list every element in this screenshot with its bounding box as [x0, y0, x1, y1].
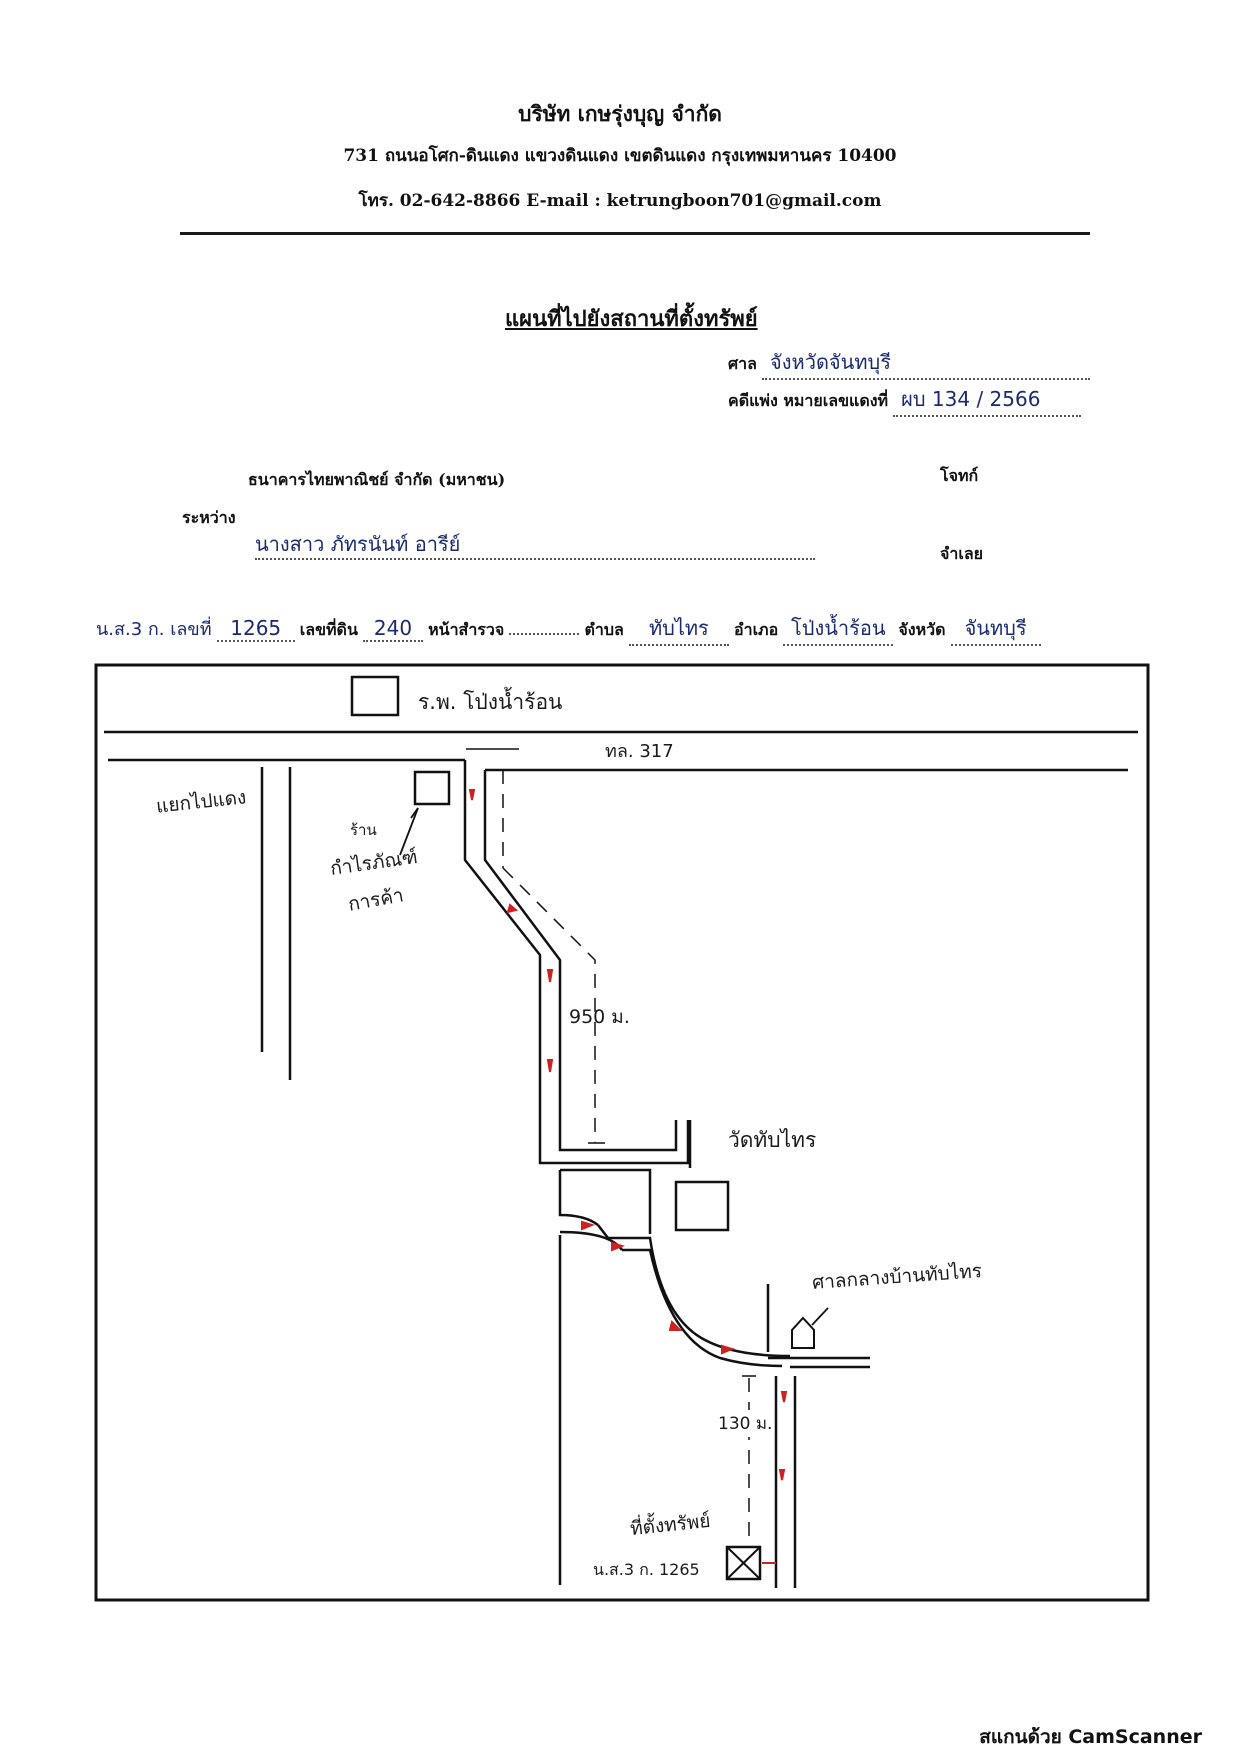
distance1-label: 950 ม.	[569, 1006, 630, 1028]
hospital-label: ร.พ. โป่งน้ำร้อน	[418, 690, 563, 714]
land-doc-label: น.ส.3 ก. เลขที่	[96, 619, 212, 640]
document-title: แผนที่ไปยังสถานที่ตั้งทรัพย์	[505, 306, 758, 332]
property-marker	[725, 1545, 762, 1581]
shop-pointer	[399, 807, 419, 856]
company-contact: โทร. 02-642-8866 E-mail : ketrungboon701…	[358, 191, 882, 211]
subdistrict-label: ตำบล	[584, 620, 624, 639]
shop-label-1: ร้าน	[350, 821, 377, 839]
curve-road-outer	[597, 1224, 791, 1358]
route-arrows	[468, 789, 788, 1481]
court-row: ศาล จังหวัดจันทบุรี	[728, 346, 1091, 380]
case-value: ผบ 134 / 2566	[893, 383, 1082, 417]
block-edge-right	[560, 1168, 652, 1234]
survey-value	[509, 633, 580, 635]
parcel-value: 240	[362, 616, 423, 642]
shop-box	[413, 770, 451, 806]
defendant-name: นางสาว ภัทรนันท์ อารีย์	[255, 528, 815, 560]
province-label: จังหวัด	[898, 620, 946, 639]
company-name: บริษัท เกษรุ่งบุญ จำกัด	[518, 101, 722, 126]
camscanner-watermark: สแกนด้วย CamScanner	[979, 1726, 1202, 1748]
header-rule	[180, 232, 1090, 235]
main-road-left	[463, 760, 690, 1165]
plaintiff-role: โจทก์	[940, 466, 979, 485]
hospital-box	[350, 675, 400, 717]
map-frame	[94, 663, 1150, 1602]
company-address: 731 ถนนอโศก-ดินแดง แขวงดินแดง เขตดินแดง …	[343, 146, 897, 166]
plaintiff-name: ธนาคารไทยพาณิชย์ จำกัด (มหาชน)	[248, 470, 506, 489]
between-label: ระหว่าง	[182, 508, 236, 527]
province-value: จันทบุรี	[950, 612, 1041, 646]
curve-road-inner	[622, 1248, 783, 1368]
temple-label: วัดทับไทร	[728, 1128, 817, 1152]
case-row: คดีแพ่ง หมายเลขแดงที่ ผบ 134 / 2566	[728, 383, 1082, 417]
parcel-label: เลขที่ดิน	[299, 620, 358, 639]
land-row: น.ส.3 ก. เลขที่ 1265 เลขที่ดิน 240 หน้าส…	[96, 612, 1106, 646]
main-road-right	[483, 770, 678, 1152]
district-label: อำเภอ	[733, 620, 779, 639]
distance1-dash-b	[502, 867, 596, 1143]
shrine-icon	[791, 1316, 815, 1349]
temple-box	[674, 1180, 730, 1232]
case-label: คดีแพ่ง หมายเลขแดงที่	[728, 391, 889, 410]
court-label: ศาล	[728, 354, 757, 373]
district-value: โป่งน้ำร้อน	[783, 612, 894, 646]
land-doc-value: 1265	[216, 616, 295, 642]
property-label-2: น.ส.3 ก. 1265	[593, 1560, 700, 1579]
subdistrict-value: ทับไทร	[628, 612, 729, 646]
distance2-label: 130 ม.	[718, 1410, 773, 1437]
survey-label: หน้าสำรวจ	[428, 620, 505, 639]
highway-label: ทล. 317	[605, 741, 674, 762]
court-value: จังหวัดจันทบุรี	[762, 346, 1091, 380]
defendant-role: จำเลย	[940, 544, 984, 563]
